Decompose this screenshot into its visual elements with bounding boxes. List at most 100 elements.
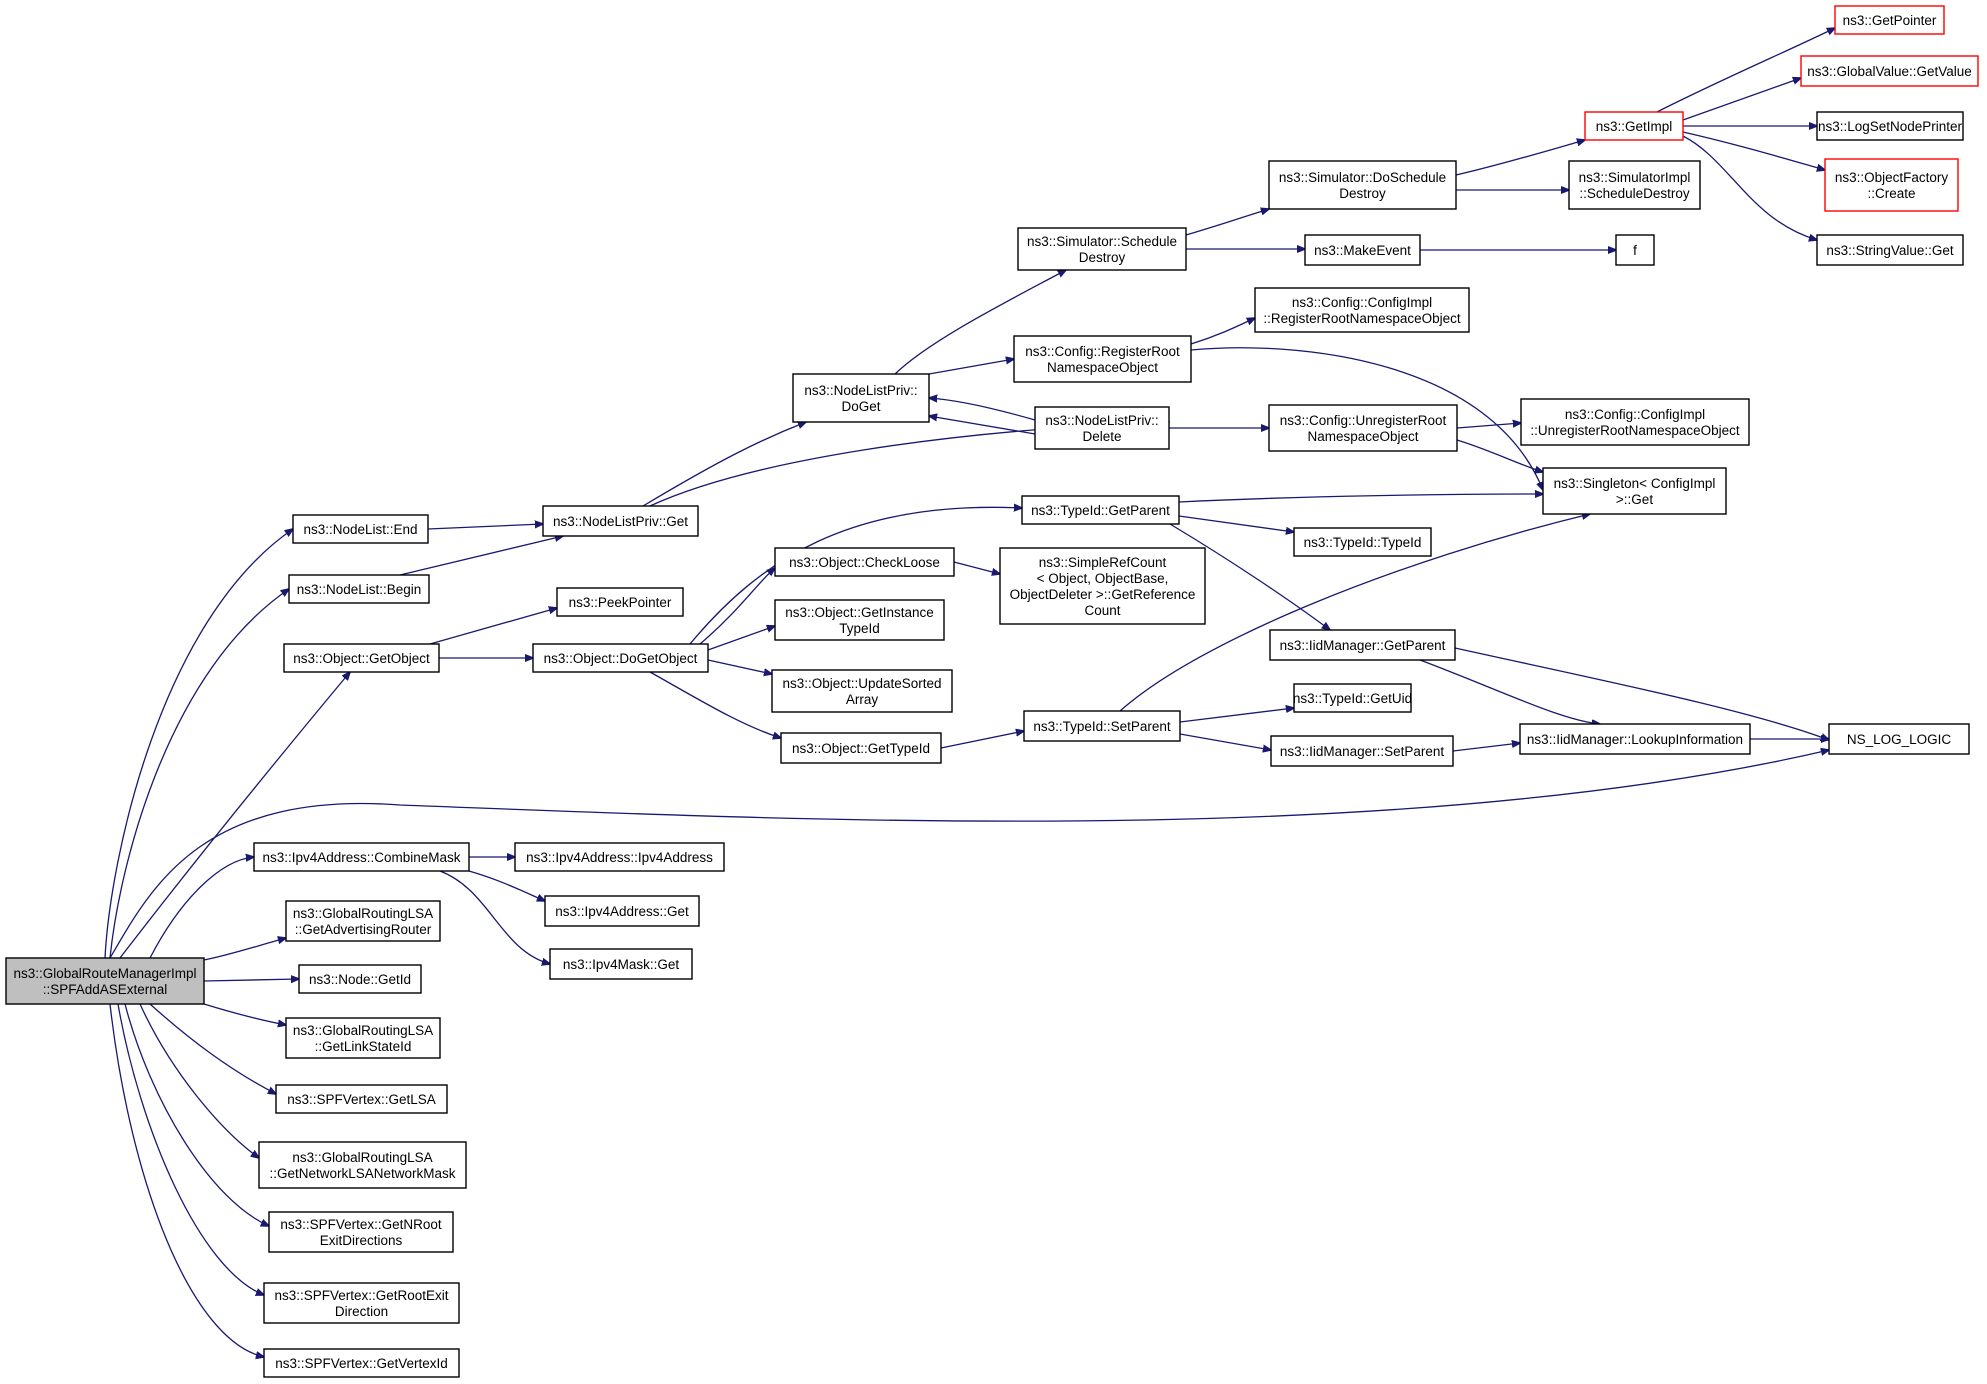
- graph-node-typeGetUid[interactable]: ns3::TypeId::GetUid: [1293, 683, 1412, 713]
- node-box[interactable]: [275, 1084, 448, 1114]
- node-box[interactable]: [544, 895, 700, 927]
- graph-node-doGetObject[interactable]: ns3::Object::DoGetObject: [532, 643, 709, 673]
- node-box[interactable]: [292, 514, 429, 544]
- node-box[interactable]: [1824, 158, 1959, 212]
- node-box[interactable]: [263, 1282, 460, 1324]
- graph-node-glsaNetMask[interactable]: ns3::GlobalRoutingLSA::GetNetworkLSANetw…: [258, 1141, 467, 1189]
- graph-node-cfgRegister[interactable]: ns3::Config::RegisterRootNamespaceObject: [1013, 335, 1192, 383]
- node-box[interactable]: [1034, 406, 1170, 450]
- node-box[interactable]: [1013, 335, 1192, 383]
- node-box[interactable]: [1568, 160, 1701, 210]
- node-box[interactable]: [283, 643, 440, 673]
- node-box[interactable]: [1017, 227, 1187, 271]
- node-box[interactable]: [1293, 527, 1432, 557]
- node-box[interactable]: [514, 842, 725, 872]
- node-box[interactable]: [556, 587, 684, 617]
- graph-node-iidGetParent[interactable]: ns3::IidManager::GetParent: [1269, 629, 1456, 661]
- graph-node-spfVertexId[interactable]: ns3::SPFVertex::GetVertexId: [263, 1348, 460, 1378]
- node-box[interactable]: [1293, 683, 1412, 713]
- node-box[interactable]: [1615, 234, 1655, 266]
- node-box[interactable]: [5, 957, 205, 1005]
- graph-node-ipv4Get[interactable]: ns3::Ipv4Address::Get: [544, 895, 700, 927]
- graph-node-ipv4Ctor[interactable]: ns3::Ipv4Address::Ipv4Address: [514, 842, 725, 872]
- node-box[interactable]: [253, 842, 470, 872]
- node-box[interactable]: [1834, 5, 1945, 35]
- graph-node-cfgImplRegister[interactable]: ns3::Config::ConfigImpl::RegisterRootNam…: [1254, 287, 1470, 333]
- node-box[interactable]: [549, 948, 693, 980]
- graph-node-nlpDelete[interactable]: ns3::NodeListPriv::Delete: [1034, 406, 1170, 450]
- graph-node-strValGet[interactable]: ns3::StringValue::Get: [1816, 234, 1964, 266]
- node-box[interactable]: [1269, 629, 1456, 661]
- node-box[interactable]: [792, 373, 930, 423]
- graph-node-maskGet[interactable]: ns3::Ipv4Mask::Get: [549, 948, 693, 980]
- graph-node-objFactCreate[interactable]: ns3::ObjectFactory::Create: [1824, 158, 1959, 212]
- node-box[interactable]: [268, 1211, 454, 1253]
- node-box[interactable]: [774, 547, 955, 577]
- node-box[interactable]: [1828, 723, 1970, 755]
- node-box[interactable]: [1021, 495, 1180, 525]
- graph-node-logSetNode[interactable]: ns3::LogSetNodePrinter: [1816, 111, 1964, 141]
- graph-node-root[interactable]: ns3::GlobalRouteManagerImpl::SPFAddASExt…: [5, 957, 205, 1005]
- node-box[interactable]: [1520, 398, 1750, 446]
- node-box[interactable]: [1816, 234, 1964, 266]
- graph-node-nsLogLogic[interactable]: NS_LOG_LOGIC: [1828, 723, 1970, 755]
- graph-node-getPointer[interactable]: ns3::GetPointer: [1834, 5, 1945, 35]
- graph-node-spfGetLSA[interactable]: ns3::SPFVertex::GetLSA: [275, 1084, 448, 1114]
- node-box[interactable]: [1268, 404, 1458, 452]
- graph-node-objGetTypeId[interactable]: ns3::Object::GetTypeId: [780, 732, 942, 764]
- node-box[interactable]: [1542, 467, 1727, 515]
- node-box[interactable]: [263, 1348, 460, 1378]
- graph-node-getImpl[interactable]: ns3::GetImpl: [1584, 111, 1684, 141]
- node-box[interactable]: [532, 643, 709, 673]
- node-box[interactable]: [774, 599, 945, 641]
- graph-node-cfgImplUnregister[interactable]: ns3::Config::ConfigImpl::UnregisterRootN…: [1520, 398, 1750, 446]
- node-box[interactable]: [780, 732, 942, 764]
- node-box[interactable]: [298, 964, 422, 994]
- graph-node-nlpGet[interactable]: ns3::NodeListPriv::Get: [542, 505, 699, 537]
- graph-node-checkLoose[interactable]: ns3::Object::CheckLoose: [774, 547, 955, 577]
- graph-node-fNode[interactable]: f: [1615, 234, 1655, 266]
- graph-node-peekPointer[interactable]: ns3::PeekPointer: [556, 587, 684, 617]
- graph-node-ipv4Combine[interactable]: ns3::Ipv4Address::CombineMask: [253, 842, 470, 872]
- node-box[interactable]: [542, 505, 699, 537]
- node-box[interactable]: [771, 669, 953, 713]
- node-box[interactable]: [1268, 160, 1457, 210]
- graph-node-nlEnd[interactable]: ns3::NodeList::End: [292, 514, 429, 544]
- graph-node-glsaLinkState[interactable]: ns3::GlobalRoutingLSA::GetLinkStateId: [285, 1017, 441, 1059]
- node-box[interactable]: [285, 900, 441, 942]
- graph-node-objGetObject[interactable]: ns3::Object::GetObject: [283, 643, 440, 673]
- graph-node-simpleRefCount[interactable]: ns3::SimpleRefCount< Object, ObjectBase,…: [999, 547, 1206, 625]
- graph-node-nlpDoGet[interactable]: ns3::NodeListPriv::DoGet: [792, 373, 930, 423]
- graph-node-typeGetParent[interactable]: ns3::TypeId::GetParent: [1021, 495, 1180, 525]
- graph-node-simImplSched[interactable]: ns3::SimulatorImpl::ScheduleDestroy: [1568, 160, 1701, 210]
- node-box[interactable]: [1270, 735, 1454, 767]
- graph-node-iidLookup[interactable]: ns3::IidManager::LookupInformation: [1519, 723, 1751, 755]
- graph-node-makeEvent[interactable]: ns3::MakeEvent: [1304, 234, 1421, 266]
- graph-node-typeIdCtor[interactable]: ns3::TypeId::TypeId: [1293, 527, 1432, 557]
- node-box[interactable]: [285, 1017, 441, 1059]
- node-box[interactable]: [288, 574, 430, 604]
- node-box[interactable]: [1584, 111, 1684, 141]
- graph-node-glsaAdvRouter[interactable]: ns3::GlobalRoutingLSA::GetAdvertisingRou…: [285, 900, 441, 942]
- node-box[interactable]: [1816, 111, 1964, 141]
- graph-node-singletonGet[interactable]: ns3::Singleton< ConfigImpl >::Get: [1542, 467, 1727, 515]
- graph-node-simSchedDestroy[interactable]: ns3::Simulator::ScheduleDestroy: [1017, 227, 1187, 271]
- graph-node-gvGetValue[interactable]: ns3::GlobalValue::GetValue: [1800, 55, 1979, 87]
- graph-node-iidSetParent[interactable]: ns3::IidManager::SetParent: [1270, 735, 1454, 767]
- node-box[interactable]: [999, 547, 1206, 625]
- graph-node-cfgUnregister[interactable]: ns3::Config::UnregisterRootNamespaceObje…: [1268, 404, 1458, 452]
- node-box[interactable]: [1254, 287, 1470, 333]
- node-box[interactable]: [258, 1141, 467, 1189]
- graph-node-nlBegin[interactable]: ns3::NodeList::Begin: [288, 574, 430, 604]
- graph-node-nodeGetId[interactable]: ns3::Node::GetId: [298, 964, 422, 994]
- node-box[interactable]: [1023, 710, 1181, 742]
- graph-node-typeSetParent[interactable]: ns3::TypeId::SetParent: [1023, 710, 1181, 742]
- node-box[interactable]: [1800, 55, 1979, 87]
- node-box[interactable]: [1304, 234, 1421, 266]
- node-box[interactable]: [1519, 723, 1751, 755]
